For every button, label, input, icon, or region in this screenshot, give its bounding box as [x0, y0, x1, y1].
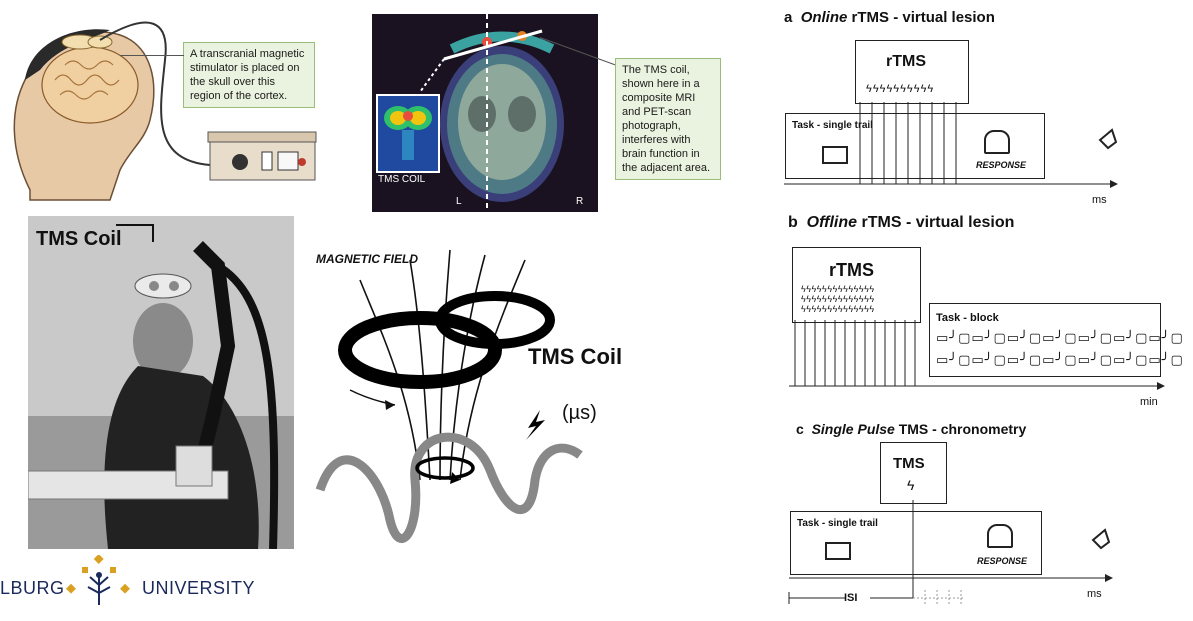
- scan-inset-label: TMS COIL: [378, 174, 426, 185]
- callout-connector: [120, 55, 184, 56]
- panel-c-task-box: Task - single trail RESPONSE: [790, 511, 1042, 575]
- field-label: MAGNETIC FIELD: [316, 252, 418, 266]
- panel-c-rest: TMS - chronometry: [894, 421, 1027, 437]
- panel-a-task-box: Task - single trail RESPONSE: [785, 113, 1045, 179]
- coil-callout: The TMS coil, shown here in a composite …: [615, 58, 721, 180]
- panel-a-rtms-label: rTMS: [886, 53, 926, 70]
- panel-b-title: b Offline rTMS - virtual lesion: [788, 214, 1014, 232]
- panel-a-hand-icon: [984, 130, 1010, 154]
- diagram-coil-label: TMS Coil: [528, 344, 623, 369]
- logo-emblem: [64, 554, 134, 611]
- panel-a-letter: a: [784, 9, 793, 26]
- panel-a-task-label: Task - single trail: [792, 120, 873, 131]
- panel-c-task-label: Task - single trail: [797, 518, 878, 529]
- photo-label-arrow: [116, 224, 154, 242]
- head-drawing: [13, 21, 317, 201]
- panel-b-task-label: Task - block: [936, 312, 999, 324]
- panel-a-timeline: [784, 102, 1118, 188]
- panel-b-italic: Offline: [806, 214, 858, 231]
- panel-b-task-icons-row2: ▭╯▢▭╯▢▭╯▢▭╯▢▭╯▢▭╯▢▭╯▢: [936, 352, 1184, 367]
- panel-b-task-box: Task - block ▭╯▢▭╯▢▭╯▢▭╯▢▭╯▢▭╯▢▭╯▢ ▭╯▢▭╯…: [929, 303, 1183, 377]
- panel-a-pulses: ϟϟϟϟϟϟϟϟϟϟ: [866, 83, 935, 95]
- scan-right-label: R: [576, 196, 584, 207]
- photo-drawing: [28, 216, 294, 549]
- logo-left-text: LBURG: [0, 578, 65, 598]
- panel-a-rest: rTMS - virtual lesion: [847, 9, 995, 26]
- magnetic-field-diagram: MAGNETIC FIELD TMS Coil (µs): [300, 240, 660, 560]
- photo-label: TMS Coil: [36, 228, 122, 250]
- stimulator-callout: A transcranial magnetic stimulator is pl…: [183, 42, 315, 108]
- panel-a-axis-unit: ms: [1092, 194, 1107, 206]
- panel-c-hand-icon: [987, 524, 1013, 548]
- field-drawing: [315, 249, 583, 544]
- logo-tree-icon: [66, 554, 130, 605]
- panel-c-response-label: RESPONSE: [977, 556, 1028, 566]
- panel-a-italic: Online: [800, 9, 848, 26]
- scan-inset: [376, 94, 440, 173]
- panel-b-letter: b: [788, 214, 798, 231]
- head-illustration: [0, 0, 360, 210]
- diagram-time-label: (µs): [562, 402, 597, 424]
- panel-c-pulse-icon: ϟ: [907, 477, 915, 493]
- panel-c-italic: Single Pulse: [811, 421, 895, 437]
- panel-b-axis-unit: min: [1140, 396, 1158, 408]
- panel-c-tms-box: TMS ϟ: [880, 442, 947, 504]
- panel-a-response-label: RESPONSE: [976, 160, 1027, 170]
- panel-c-isi-label: ISI: [844, 592, 858, 604]
- panel-b-timeline: [789, 320, 1165, 390]
- scan-left-label: L: [456, 196, 462, 207]
- tms-photo: TMS Coil: [28, 216, 294, 549]
- panel-a-computer-icon: [822, 146, 848, 164]
- panel-b-rest: rTMS - virtual lesion: [857, 214, 1015, 231]
- panel-a-rtms-box: rTMS ϟϟϟϟϟϟϟϟϟϟ: [855, 40, 969, 104]
- mri-pet-scan: TMS COIL L R: [372, 14, 598, 212]
- panel-b-rtms-label: rTMS: [829, 260, 874, 280]
- panel-c-letter: c: [796, 421, 804, 437]
- panel-c-axis-unit: ms: [1087, 588, 1102, 600]
- panel-c-computer-icon: [825, 542, 851, 560]
- scan-image: [419, 14, 564, 212]
- panel-c-timeline: [788, 500, 1113, 604]
- inset-image: [384, 106, 432, 160]
- panel-b-task-icons-row1: ▭╯▢▭╯▢▭╯▢▭╯▢▭╯▢▭╯▢▭╯▢: [936, 330, 1184, 345]
- panel-c-tms-label: TMS: [893, 455, 925, 472]
- panel-c-title: c Single Pulse TMS - chronometry: [796, 421, 1026, 437]
- panel-a-title: a Online rTMS - virtual lesion: [784, 9, 995, 26]
- logo-right-text: UNIVERSITY: [142, 578, 256, 598]
